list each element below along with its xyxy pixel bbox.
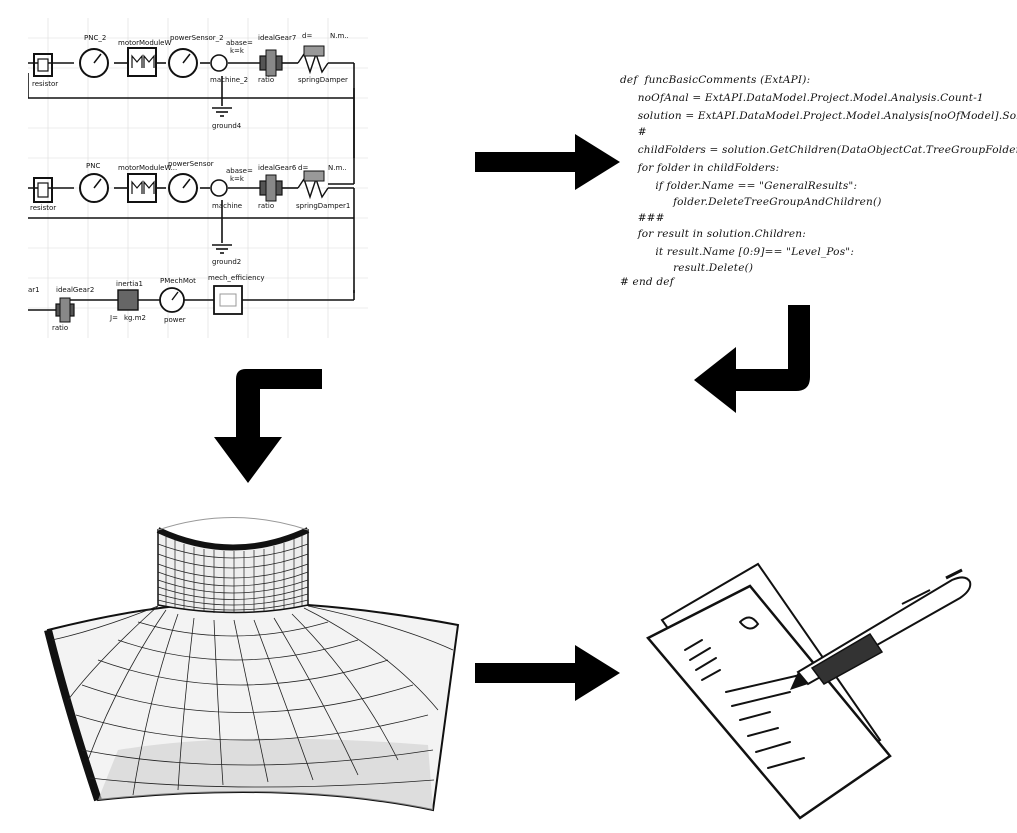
label-motor-module-mid: motorModuleW...	[118, 164, 177, 172]
ground2-symbol	[212, 244, 232, 254]
label-machine: machine	[212, 202, 242, 210]
inertia1	[117, 289, 139, 311]
code-line-4: #	[620, 126, 647, 138]
label-spring-damper1: springDamper1	[296, 202, 350, 210]
schematic-drawing: PNC_2 motorModuleW powerSensor_2 abase= …	[28, 18, 368, 338]
arrow-right-top	[475, 134, 620, 190]
label-keks-top: k=k	[230, 47, 245, 55]
label-d-mid: d=	[298, 164, 308, 172]
mesh-surface-icon	[44, 517, 460, 812]
code-line-7: if folder.Name == "GeneralResults":	[620, 180, 858, 192]
label-resistor-top: resistor	[32, 80, 58, 88]
ideal-gear2	[55, 297, 75, 323]
label-ideal-gear2: idealGear2	[56, 286, 94, 294]
label-nm-top: N.m..	[330, 32, 349, 40]
code-line-5: childFolders = solution.GetChildren(Data…	[620, 144, 1017, 156]
motor-module-top	[127, 47, 157, 77]
spring-damper1	[297, 170, 329, 200]
code-line-9: ###	[620, 212, 665, 224]
arrow-hook-down-left	[690, 305, 830, 415]
pnc2-sensor	[79, 48, 109, 78]
label-pnc2: PNC_2	[84, 34, 106, 42]
pnc-sensor	[79, 173, 109, 203]
code-line-3: solution = ExtAPI.DataModel.Project.Mode…	[620, 110, 1017, 122]
code-line-13: # end def	[620, 276, 674, 288]
code-line-12: result.Delete()	[620, 262, 754, 274]
label-abase-top: abase=	[226, 39, 253, 47]
label-ratio-top: ratio	[258, 76, 274, 84]
pmechmot-gauge	[159, 287, 185, 313]
report-with-pen	[640, 560, 980, 825]
ideal-gear7	[259, 49, 283, 77]
power-sensor	[168, 173, 198, 203]
label-abase-mid: abase=	[226, 167, 253, 175]
label-resistor-mid: resistor	[30, 204, 56, 212]
code-line-2: noOfAnal = ExtAPI.DataModel.Project.Mode…	[620, 92, 984, 104]
machine-2	[210, 54, 228, 72]
ideal-gear6	[259, 174, 283, 202]
label-ideal-gear7: idealGear7	[258, 34, 296, 42]
label-nm-mid: N.m..	[328, 164, 347, 172]
label-mech-efficiency: mech_efficiency	[208, 274, 265, 282]
code-line-8: folder.DeleteTreeGroupAndChildren()	[620, 196, 882, 208]
power-sensor-2	[168, 48, 198, 78]
resistor-mid	[33, 177, 53, 203]
code-line-1: def funcBasicComments (ExtAPI):	[620, 74, 811, 86]
motor-module-mid	[127, 173, 157, 203]
label-keks-mid: k=k	[230, 175, 245, 183]
spring-damper-top	[297, 45, 329, 75]
mech-efficiency-block	[213, 285, 243, 315]
code-line-6: for folder in childFolders:	[620, 162, 780, 174]
arrow-right-bottom	[475, 645, 620, 701]
label-inertia1: inertia1	[116, 280, 143, 288]
code-line-11: it result.Name [0:9]== "Level_Pos":	[620, 246, 855, 258]
resistor-top	[33, 53, 53, 77]
machine	[210, 179, 228, 197]
label-pnc: PNC	[86, 162, 100, 170]
label-d-top: d=	[302, 32, 312, 40]
document-pen-icon	[646, 562, 972, 820]
label-machine2: machine_2	[210, 76, 248, 84]
label-j-value: J=	[109, 314, 118, 322]
label-ratio-bottom: ratio	[52, 324, 68, 332]
label-pmechmot: PMechMot	[160, 277, 196, 285]
ground4-symbol	[212, 107, 232, 117]
label-ground4: ground4	[212, 122, 242, 130]
label-ideal-gear6: idealGear6	[258, 164, 297, 172]
fea-mesh-drawing	[38, 510, 468, 815]
pen-icon	[790, 568, 972, 690]
arrow-hook-down	[210, 365, 325, 485]
schematic-diagram: PNC_2 motorModuleW powerSensor_2 abase= …	[28, 18, 368, 338]
label-spring-damper-top: springDamper	[298, 76, 348, 84]
label-power-sensor-2: powerSensor_2	[170, 34, 224, 42]
label-power: power	[164, 316, 186, 324]
label-motor-module-top: motorModuleW	[118, 39, 171, 47]
label-gear1: ar1	[28, 286, 40, 294]
label-ground2: ground2	[212, 258, 241, 266]
label-ratio-mid: ratio	[258, 202, 274, 210]
label-kgm2: kg.m2	[124, 314, 146, 322]
code-snippet: def funcBasicComments (ExtAPI): noOfAnal…	[620, 74, 1017, 294]
code-line-10: for result in solution.Children:	[620, 228, 807, 240]
label-power-sensor: powerSensor	[168, 160, 214, 168]
